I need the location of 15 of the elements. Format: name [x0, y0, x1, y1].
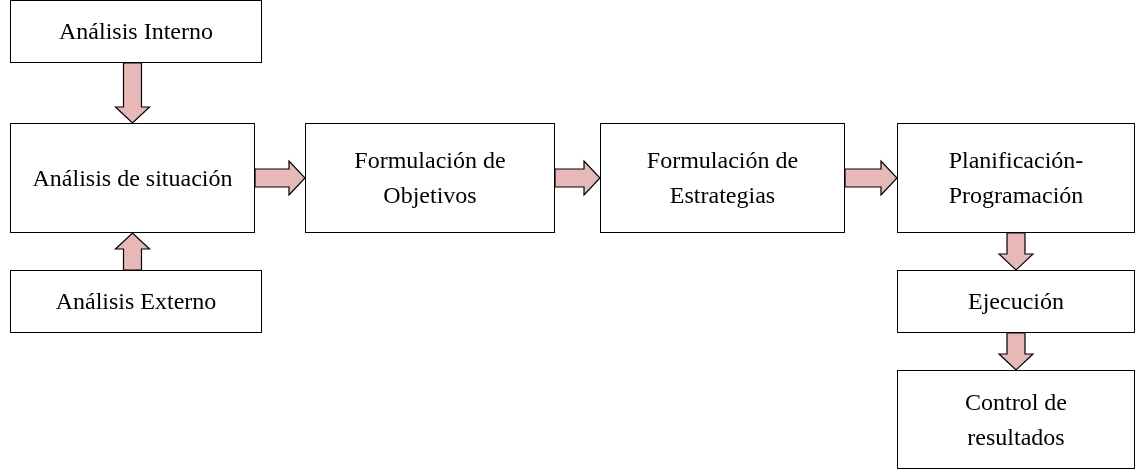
block-arrow [997, 232, 1035, 271]
process-box: Análisis Externo [10, 270, 262, 333]
process-box: Análisis Interno [10, 0, 262, 63]
process-box: Planificación-Programación [897, 123, 1135, 233]
process-box: Control de resultados [897, 370, 1135, 469]
block-arrow [844, 159, 898, 197]
block-arrow [254, 159, 306, 197]
block-arrow [997, 332, 1035, 371]
process-box: Formulación de Objetivos [305, 123, 555, 233]
process-box: Análisis de situación [10, 123, 255, 233]
block-arrow [114, 232, 151, 271]
block-arrow [114, 62, 151, 124]
block-arrow [554, 159, 601, 197]
process-box: Formulación de Estrategias [600, 123, 845, 233]
process-box: Ejecución [897, 270, 1135, 333]
